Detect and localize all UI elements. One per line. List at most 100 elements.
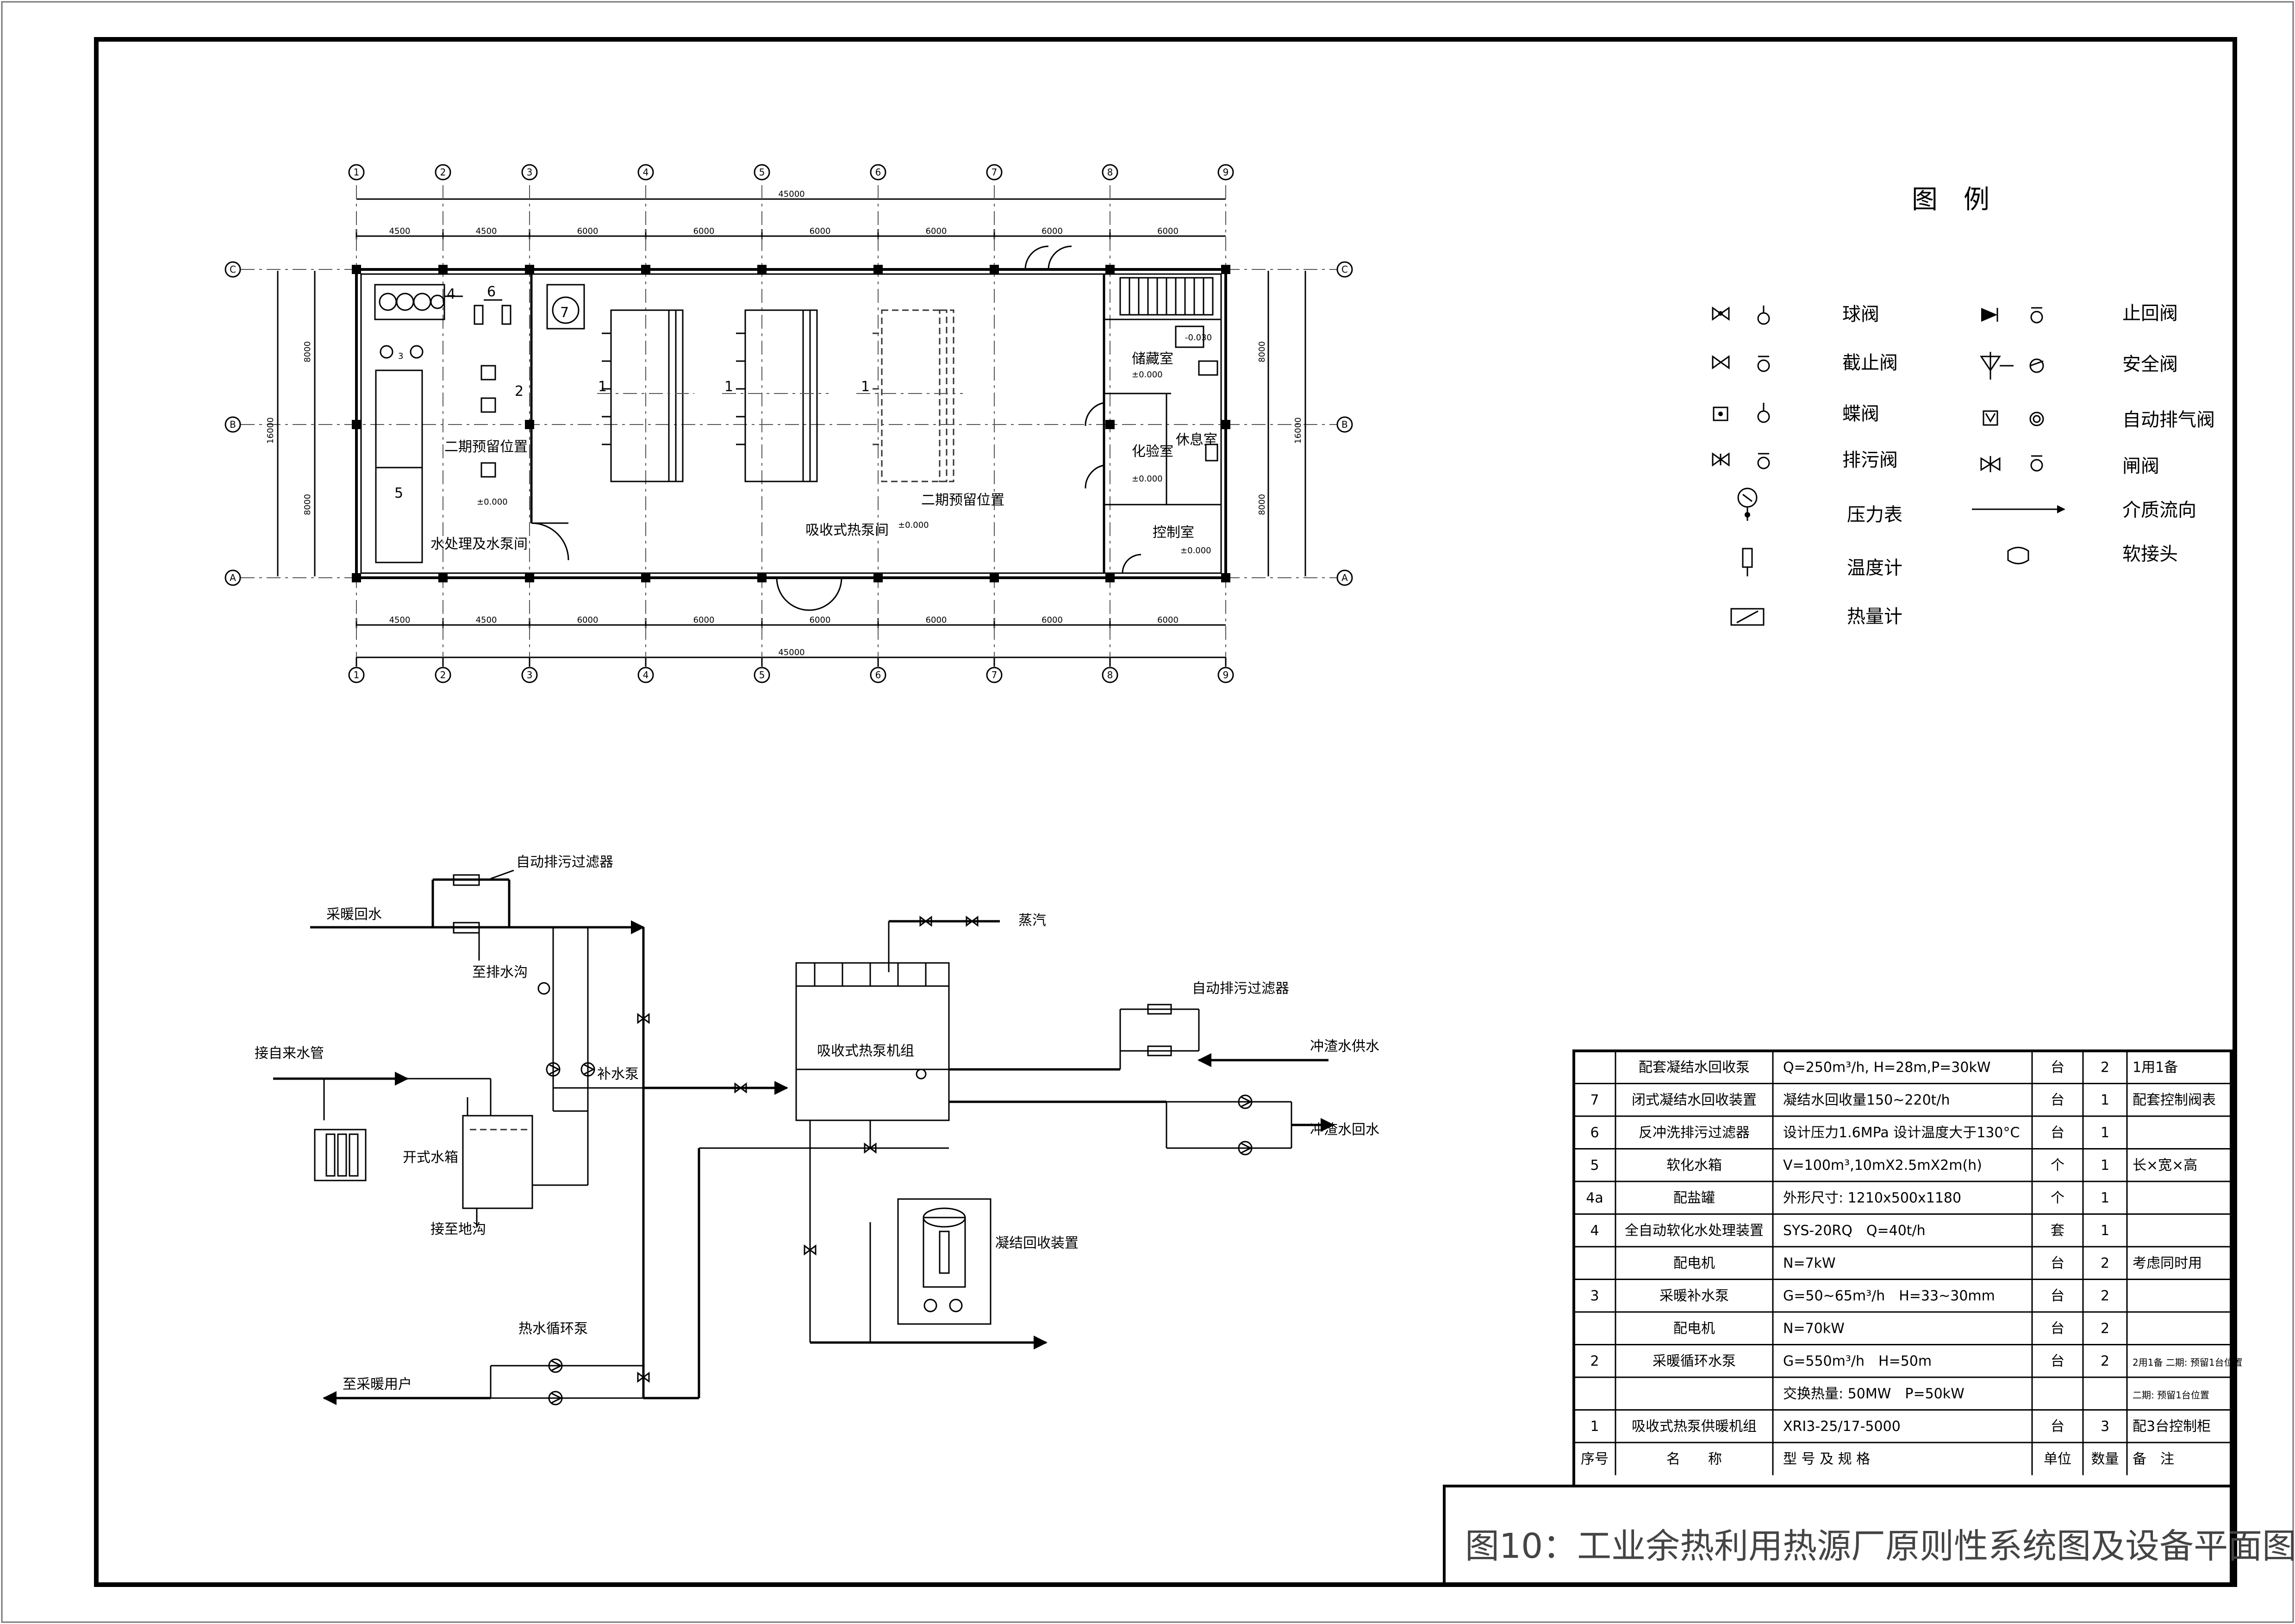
- legend-label-globe-valve: 截止阀: [1842, 352, 1898, 374]
- depth-dim-right-total: 16000: [1293, 417, 1303, 443]
- label-auto-filter-1: 自动排污过滤器: [516, 854, 613, 870]
- bay-dim: 6000: [1157, 226, 1179, 236]
- table-header-spec: 型 号 及 规 格: [1783, 1451, 1870, 1467]
- bay-dim: 6000: [577, 615, 599, 625]
- reserve-position-1: 二期预留位置: [444, 439, 528, 455]
- table-cell-name: 采暖循环水泵: [1653, 1353, 1736, 1369]
- label-condensate-device: 凝结回收装置: [995, 1235, 1079, 1251]
- legend-label-ball-valve: 球阀: [1842, 304, 1879, 325]
- depth-dim-right-2: 8000: [1257, 494, 1267, 515]
- table-header-no: 序号: [1581, 1451, 1609, 1467]
- table-cell-spec: 交换热量: 50MW P=50kW: [1783, 1386, 1964, 1402]
- legend-label-auto-air-vent: 自动排气阀: [2122, 409, 2215, 431]
- heat-pump-unit-icon: [795, 962, 950, 1121]
- axis-label-top-1: 1: [354, 167, 360, 178]
- room-control: 控制室: [1153, 525, 1194, 541]
- level-control: ±0.000: [1180, 546, 1211, 556]
- axis-bubble-left-B: [225, 416, 241, 433]
- tag-1b: 1: [724, 379, 733, 395]
- table-cell-spec: 凝结水回收量150~220t/h: [1783, 1092, 1950, 1108]
- axis-label-bottom-5: 5: [759, 669, 765, 681]
- axis-bubble-top-8: [1102, 164, 1118, 181]
- pumps-3: 3: [380, 345, 424, 361]
- legend-label-gate-valve: 闸阀: [2122, 456, 2159, 477]
- heat-pump-unit-plan-1: 1: [597, 309, 694, 482]
- bay-dim: 4500: [476, 226, 497, 236]
- level-lab: ±0.000: [1132, 474, 1163, 484]
- table-cell-qty: 2: [2101, 1255, 2109, 1271]
- room-storage: 储藏室: [1132, 351, 1173, 367]
- table-cell-note: 1用1备: [2133, 1059, 2178, 1075]
- door-bottom: [776, 577, 842, 611]
- check-valve-icon: [1981, 307, 2043, 324]
- safety-valve-icon: [1980, 352, 2044, 380]
- pressure-gauge-icon: [1737, 487, 1758, 521]
- table-cell-spec: XRI3-25/17-5000: [1783, 1418, 1901, 1435]
- table-header-note: 备 注: [2133, 1451, 2174, 1467]
- legend-label-thermometer: 温度计: [1847, 557, 1902, 579]
- table-cell-name: 配电机: [1673, 1255, 1715, 1271]
- room-water-treatment: 水处理及水泵间: [430, 536, 528, 552]
- bay-dim: 6000: [693, 615, 715, 625]
- table-cell-no: 2: [1590, 1353, 1599, 1369]
- axis-label-top-8: 8: [1107, 167, 1113, 178]
- label-circ-pump: 热水循环泵: [518, 1321, 588, 1337]
- table-cell-spec: Q=250m³/h, H=28m,P=30kW: [1783, 1059, 1991, 1075]
- table-cell-spec: N=70kW: [1783, 1320, 1845, 1337]
- tag-2: 2: [515, 383, 524, 400]
- axis-label-bottom-3: 3: [527, 669, 533, 681]
- legend-label-heat-meter: 热量计: [1847, 606, 1902, 627]
- legend-label-butterfly-valve: 蝶阀: [1842, 403, 1879, 425]
- label-to-floor-drain: 接至地沟: [430, 1221, 486, 1237]
- table-cell-qty: 2: [2101, 1059, 2109, 1075]
- legend: 图 例 球阀 截止阀 蝶阀 排污阀 压力表 温度计 热量计 止回阀 安全阀 自动…: [1712, 185, 2215, 627]
- table-cell-note: 考虑同时用: [2133, 1255, 2202, 1271]
- total-width-dim-bottom: 45000: [778, 648, 804, 657]
- bay-dim: 6000: [693, 226, 715, 236]
- table-cell-name: 吸收式热泵供暖机组: [1632, 1418, 1757, 1435]
- table-cell-name: 软化水箱: [1666, 1157, 1722, 1174]
- table-cell-spec: V=100m³,10mX2.5mX2m(h): [1783, 1157, 1982, 1174]
- table-cell-spec: SYS-20RQ Q=40t/h: [1783, 1223, 1926, 1239]
- legend-label-flow-direction: 介质流向: [2122, 500, 2196, 521]
- legend-label-pressure-gauge: 压力表: [1847, 504, 1902, 525]
- depth-dim-left-2: 8000: [303, 494, 312, 515]
- table-cell-unit: 台: [2051, 1288, 2064, 1304]
- axis-label-bottom-8: 8: [1107, 669, 1113, 681]
- axis-label-top-6: 6: [875, 167, 881, 178]
- axis-bubble-bottom-6: [870, 667, 886, 683]
- level-storage: ±0.000: [1132, 370, 1163, 380]
- label-steam: 蒸汽: [1018, 912, 1046, 929]
- drawing-title: 图10：工业余热利用热源厂原则性系统图及设备平面图: [1465, 1526, 2295, 1566]
- pressure-gauge-icon: [537, 982, 550, 995]
- table-cell-unit: 个: [2051, 1190, 2064, 1206]
- depth-dim-left-1: 8000: [303, 341, 312, 362]
- axis-bubble-right-B: [1336, 416, 1353, 433]
- axis-bubble-bottom-9: [1217, 667, 1234, 683]
- axis-label-left-A: A: [230, 572, 236, 583]
- total-width-dim-top: 45000: [778, 189, 804, 199]
- stairs: [1119, 277, 1214, 316]
- table-cell-no: 1: [1590, 1418, 1599, 1435]
- axis-label-top-2: 2: [440, 167, 446, 178]
- axis-bubble-top-7: [986, 164, 1003, 181]
- label-to-users: 至采暖用户: [343, 1376, 412, 1393]
- table-cell-note: 配3台控制柜: [2133, 1418, 2211, 1435]
- room-pump-hall: 吸收式热泵间: [805, 522, 889, 538]
- axis-label-bottom-4: 4: [643, 669, 649, 681]
- table-cell-no: 7: [1590, 1092, 1599, 1108]
- bay-dim: 6000: [810, 226, 831, 236]
- table-cell-qty: 1: [2101, 1092, 2109, 1108]
- table-cell-spec: 外形尺寸: 1210x500x1180: [1783, 1190, 1961, 1206]
- table-cell-spec: 设计压力1.6MPa 设计温度大于130°C: [1783, 1124, 2020, 1141]
- axis-label-top-7: 7: [992, 167, 998, 178]
- table-cell-name: 配套凝结水回收泵: [1639, 1059, 1750, 1075]
- flexible-joint-icon: [2007, 547, 2029, 564]
- table-cell-unit: 台: [2051, 1320, 2064, 1337]
- bay-dim: 4500: [476, 615, 497, 625]
